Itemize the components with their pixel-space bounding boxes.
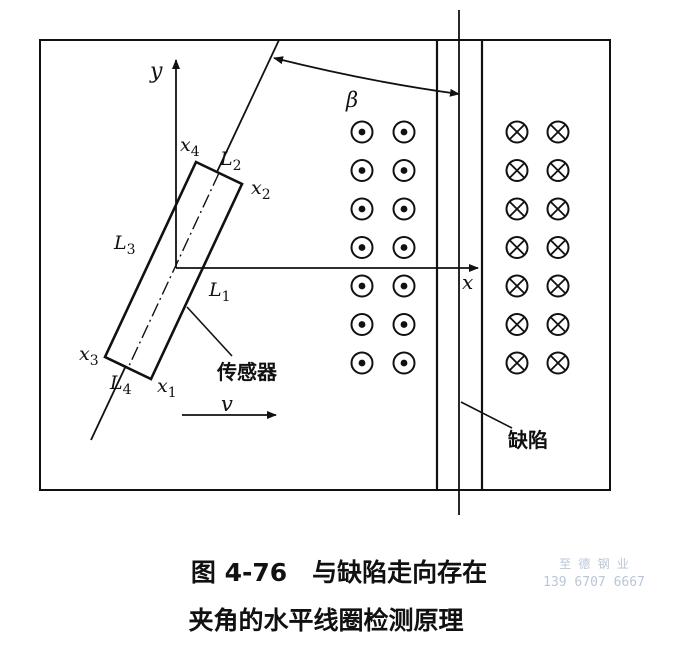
current-in-symbol: [505, 313, 529, 336]
x-axis-label: x: [462, 270, 473, 294]
side-L2-label: L2: [219, 148, 242, 174]
side-L3-label: L3: [113, 232, 136, 258]
current-out-symbols: [350, 120, 416, 375]
sensor-label: 传感器: [216, 360, 278, 384]
current-out-symbol: [392, 274, 416, 298]
current-in-symbol: [546, 120, 570, 144]
current-in-symbol: [546, 197, 570, 221]
corner-x1-label: x1: [157, 375, 177, 401]
current-in-symbol: [505, 351, 529, 375]
current-in-symbol: [546, 351, 570, 375]
defect-label: 缺陷: [508, 428, 548, 452]
current-out-symbol: [392, 120, 416, 144]
current-in-symbol: [505, 159, 529, 182]
current-in-symbol: [505, 236, 529, 259]
current-out-symbol: [392, 313, 416, 336]
sensor-leader-line: [186, 306, 233, 357]
current-out-symbol: [350, 313, 374, 336]
velocity-label: v: [221, 392, 233, 416]
current-out-symbol: [392, 197, 416, 221]
corner-x4-label: x4: [180, 134, 200, 160]
current-out-symbol: [350, 120, 374, 144]
current-out-symbol: [350, 351, 374, 375]
current-out-symbol: [392, 236, 416, 259]
sensor-centerline: [127, 172, 220, 369]
current-out-symbol: [392, 351, 416, 375]
current-in-symbol: [546, 236, 570, 259]
defect-leader-line: [460, 401, 513, 429]
caption-line-1: 图 4-76 与缺陷走向存在: [191, 558, 487, 587]
watermark-name: 至 德 钢 业: [559, 556, 629, 571]
current-in-symbol: [546, 313, 570, 336]
corner-x2-label: x2: [251, 177, 271, 203]
current-out-symbol: [350, 159, 374, 182]
current-out-symbol: [350, 197, 374, 221]
current-in-symbol: [546, 274, 570, 298]
side-L1-label: L1: [208, 279, 231, 305]
current-in-symbols: [505, 120, 570, 375]
current-out-symbol: [392, 159, 416, 182]
current-out-symbol: [350, 236, 374, 259]
current-out-symbol: [350, 274, 374, 298]
current-in-symbol: [505, 274, 529, 298]
corner-x3-label: x3: [79, 343, 99, 369]
current-in-symbol: [546, 159, 570, 182]
angle-arc: [273, 56, 460, 97]
current-in-symbol: [505, 120, 529, 144]
watermark-phone: 139 6707 6667: [543, 575, 645, 590]
plate-outline: [39, 39, 611, 491]
y-axis-label: y: [149, 59, 163, 84]
caption-line-2: 夹角的水平线圈检测原理: [188, 606, 463, 635]
angle-label: β: [345, 88, 358, 112]
current-in-symbol: [505, 197, 529, 221]
side-L4-label: L4: [109, 372, 132, 398]
